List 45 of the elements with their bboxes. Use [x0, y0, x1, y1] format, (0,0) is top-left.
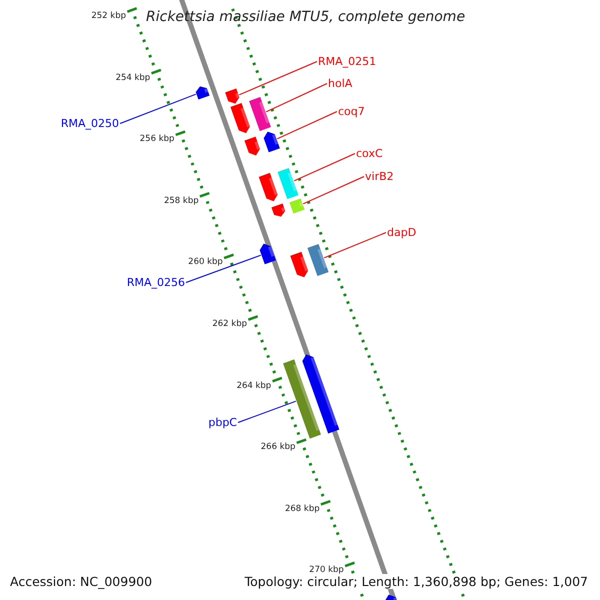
gene-bar — [289, 198, 305, 214]
leader-line — [294, 153, 356, 182]
gene-feature — [271, 203, 287, 219]
leader-line — [120, 94, 196, 124]
leader-line — [324, 232, 386, 258]
gene-bar — [307, 244, 329, 276]
leader-line — [186, 254, 262, 283]
gene-feature — [225, 88, 241, 106]
title: Rickettsia massiliae MTU5, complete genome — [146, 9, 466, 25]
gene-feature — [258, 242, 276, 264]
leader-line — [266, 83, 328, 112]
leader-line — [276, 111, 338, 140]
gene-feature — [230, 102, 252, 136]
tick-label: 270 kbp — [309, 565, 344, 576]
gene-feature — [194, 84, 210, 100]
gene-bar — [248, 96, 272, 132]
gene-feature — [262, 130, 280, 152]
gene-label: coq7 — [338, 105, 365, 118]
tick-label: 264 kbp — [236, 380, 272, 391]
gene-bar — [282, 359, 322, 439]
gene-label: virB2 — [365, 170, 394, 183]
tick-label: 262 kbp — [212, 319, 247, 329]
gene-feature — [244, 136, 262, 158]
gene-label: RMA_0250 — [60, 117, 119, 130]
gene-label: dapD — [387, 226, 416, 239]
leader-line — [302, 176, 364, 204]
footer-text: Topology: circular; Length: 1,360,898 bp; Genes: 1,007 — [242, 574, 590, 589]
leader-line — [238, 61, 318, 96]
gene-bar — [277, 167, 299, 199]
tick-label: 258 kbp — [164, 196, 199, 206]
tick-label: 266 kbp — [260, 442, 296, 452]
gene-feature — [258, 172, 280, 204]
gene-label: pbpC — [208, 416, 237, 429]
tick-label: 260 kbp — [188, 257, 223, 268]
footer-text: Accession: NC_009900 — [8, 574, 154, 589]
gene-label: RMA_0251 — [318, 55, 376, 68]
gene-label: coxC — [356, 147, 383, 160]
gene-feature — [290, 251, 310, 279]
tick-label: 254 kbp — [116, 72, 150, 83]
gene-label: RMA_0256 — [126, 276, 185, 289]
tick-label: 268 kbp — [284, 504, 320, 514]
tick-label: 256 kbp — [140, 134, 174, 144]
gene-label: holA — [328, 77, 352, 90]
gene-feature — [300, 352, 340, 434]
tick-label: 252 kbp — [91, 11, 126, 21]
